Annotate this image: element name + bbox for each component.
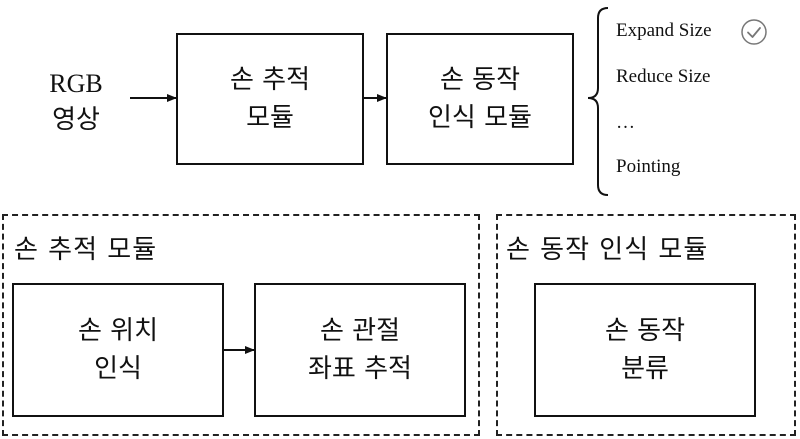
gesture-recognition-module-box: 손 동작 인식 모듈	[386, 33, 574, 165]
box-label-line1: 손 관절	[319, 316, 401, 346]
input-label-line1: RGB	[49, 69, 103, 98]
tracking-module-title: 손 추적 모듈	[14, 235, 158, 265]
box-label-line2: 분류	[621, 354, 669, 384]
output-pointing: Pointing	[616, 156, 681, 177]
check-circle-icon	[740, 18, 768, 50]
output-reduce-size: Reduce Size	[616, 66, 711, 87]
rgb-image-input: RGB 영상	[36, 66, 116, 138]
box-label-line1: 손 동작	[604, 316, 686, 346]
gesture-recognition-module-group	[496, 214, 796, 436]
box-label-line2: 인식 모듈	[428, 103, 532, 133]
recognition-module-title: 손 동작 인식 모듈	[506, 235, 709, 265]
hand-tracking-module-box: 손 추적 모듈	[176, 33, 364, 165]
hand-joint-tracking-box: 손 관절 좌표 추적	[254, 283, 466, 417]
box-label-line1: 손 동작	[439, 65, 521, 95]
output-brace	[587, 7, 609, 196]
box-label-line2: 모듈	[246, 103, 294, 133]
box-label-line1: 손 위치	[77, 316, 159, 346]
box-label-line2: 인식	[94, 354, 142, 384]
box-label-line1: 손 추적	[229, 65, 311, 95]
output-ellipsis: …	[616, 112, 635, 133]
input-label-line2: 영상	[52, 105, 100, 135]
hand-position-recognition-box: 손 위치 인식	[12, 283, 224, 417]
hand-tracking-module-group	[2, 214, 480, 436]
box-label-line2: 좌표 추적	[308, 354, 412, 384]
gesture-classification-box: 손 동작 분류	[534, 283, 756, 417]
output-expand-size: Expand Size	[616, 20, 712, 41]
